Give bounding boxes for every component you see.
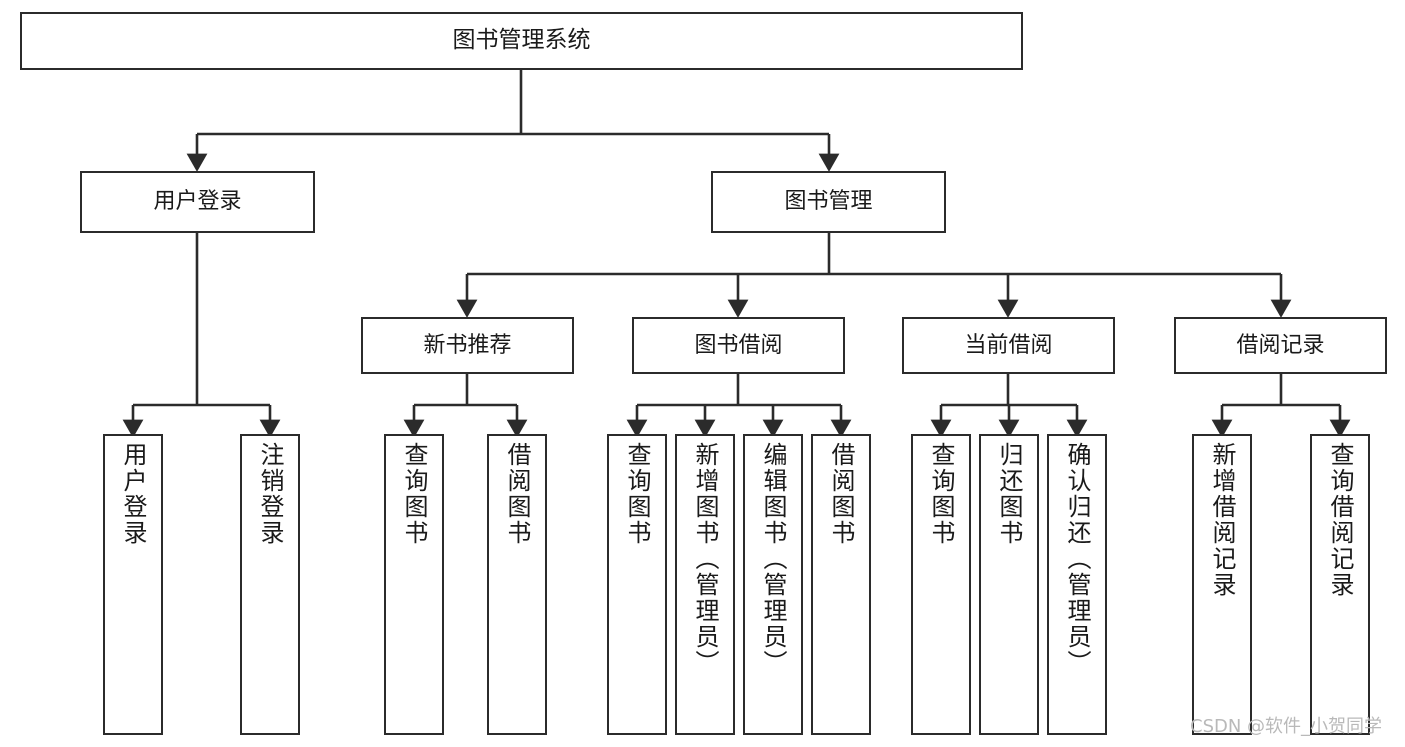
node-leaf-add-book[interactable]: 新增图书（管理员） (675, 434, 735, 735)
node-label: 编辑图书（管理员） (759, 442, 787, 676)
node-leaf-borrow-book-1[interactable]: 借阅图书 (487, 434, 547, 735)
node-leaf-query-book-2[interactable]: 查询图书 (607, 434, 667, 735)
node-leaf-add-record[interactable]: 新增借阅记录 (1192, 434, 1252, 735)
node-leaf-query-record[interactable]: 查询借阅记录 (1310, 434, 1370, 735)
node-label: 图书借阅 (694, 332, 783, 358)
node-leaf-user-login[interactable]: 用户登录 (103, 434, 163, 735)
node-label: 确认归还（管理员） (1063, 442, 1091, 676)
node-book-manage[interactable]: 图书管理 (711, 171, 946, 233)
node-new-book-recommend[interactable]: 新书推荐 (361, 317, 574, 374)
node-book-borrow[interactable]: 图书借阅 (632, 317, 845, 374)
node-label: 当前借阅 (964, 332, 1053, 358)
node-leaf-logout-login[interactable]: 注销登录 (240, 434, 300, 735)
node-leaf-query-book-1[interactable]: 查询图书 (384, 434, 444, 735)
node-label: 新增图书（管理员） (691, 442, 719, 676)
node-label: 查询图书 (623, 442, 651, 546)
node-leaf-borrow-book-2[interactable]: 借阅图书 (811, 434, 871, 735)
node-label: 用户登录 (153, 189, 242, 215)
node-label: 查询图书 (400, 442, 428, 546)
node-label: 借阅记录 (1236, 332, 1325, 358)
node-borrow-record[interactable]: 借阅记录 (1174, 317, 1387, 374)
node-label: 图书管理 (784, 189, 873, 215)
node-label: 查询借阅记录 (1326, 442, 1354, 598)
node-label: 新书推荐 (423, 332, 512, 358)
node-label: 借阅图书 (827, 442, 855, 546)
node-label: 归还图书 (995, 442, 1023, 546)
node-label: 新增借阅记录 (1208, 442, 1236, 598)
node-leaf-edit-book[interactable]: 编辑图书（管理员） (743, 434, 803, 735)
node-leaf-confirm-return[interactable]: 确认归还（管理员） (1047, 434, 1107, 735)
node-label: 注销登录 (256, 442, 284, 546)
node-leaf-return-book[interactable]: 归还图书 (979, 434, 1039, 735)
node-root-system[interactable]: 图书管理系统 (20, 12, 1023, 70)
node-label: 查询图书 (927, 442, 955, 546)
node-label: 图书管理系统 (452, 27, 591, 54)
node-user-login[interactable]: 用户登录 (80, 171, 315, 233)
node-leaf-query-book-3[interactable]: 查询图书 (911, 434, 971, 735)
node-label: 用户登录 (119, 442, 147, 546)
node-label: 借阅图书 (503, 442, 531, 546)
node-current-borrow[interactable]: 当前借阅 (902, 317, 1115, 374)
